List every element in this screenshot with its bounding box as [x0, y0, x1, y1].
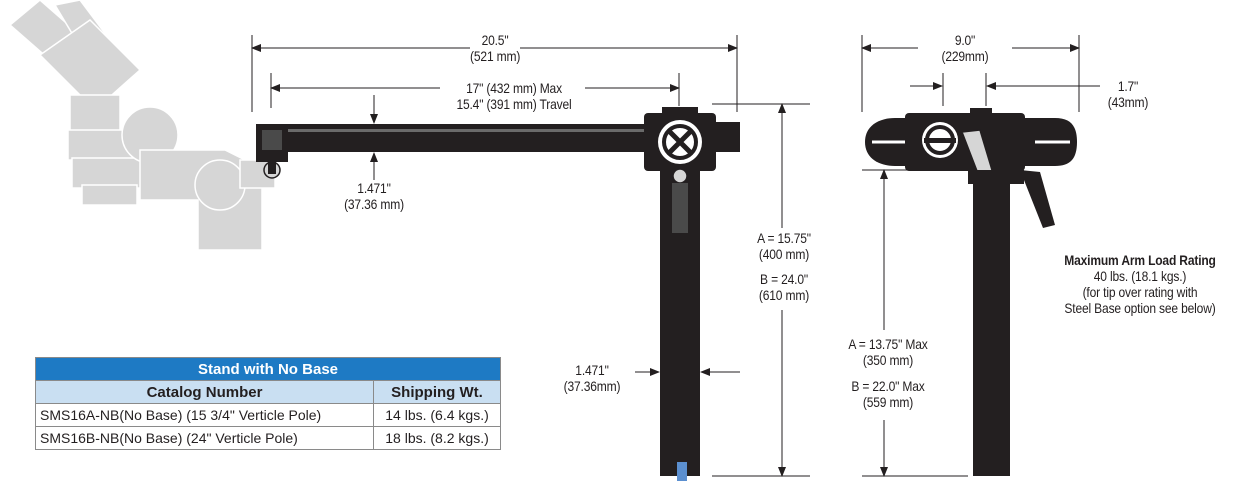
pole-height-b-dimension: B = 24.0" (610 mm) [758, 271, 810, 303]
column-header-catalog: Catalog Number [35, 380, 374, 404]
shipping-weight: 18 lbs. (8.2 kgs.) [373, 426, 501, 450]
table-title: Stand with No Base [35, 357, 501, 381]
side-width-dimension: 9.0" (229mm) [941, 32, 989, 64]
pole-height-a-dimension: A = 15.75" (400 mm) [757, 230, 811, 262]
arm-length-dimension: 20.5" (521 mm) [470, 32, 521, 64]
catalog-number: SMS16B-NB(No Base) (24" Verticle Pole) [35, 426, 374, 450]
column-header-weight: Shipping Wt. [373, 380, 501, 404]
shipping-weight: 14 lbs. (6.4 kgs.) [373, 403, 501, 427]
side-height-a-dimension: A = 13.75" Max (350 mm) [848, 336, 928, 368]
table-row: SMS16B-NB(No Base) (24" Verticle Pole) 1… [35, 426, 501, 450]
dimension-lines [251, 35, 1100, 477]
side-view-pole [968, 170, 1055, 476]
load-rating-title: Maximum Arm Load Rating [1064, 252, 1216, 268]
table-row: SMS16A-NB(No Base) (15 3/4" Verticle Pol… [35, 403, 501, 427]
pole-thickness-dimension: 1.471" (37.36mm) [563, 362, 621, 394]
arm-thickness-dimension: 1.471" (37.36 mm) [344, 180, 404, 212]
arm-hub [644, 107, 716, 184]
catalog-number: SMS16A-NB(No Base) (15 3/4" Verticle Pol… [35, 403, 374, 427]
side-height-b-dimension: B = 22.0" Max (559 mm) [851, 378, 925, 410]
stand-spec-table: Stand with No Base Catalog Number Shippi… [35, 357, 501, 450]
side-view-arm [865, 108, 1077, 185]
travel-dimension: 17" (432 mm) Max 15.4" (391 mm) Travel [456, 80, 572, 112]
side-offset-dimension: 1.7" (43mm) [1107, 78, 1149, 110]
microscope-illustration [8, 0, 276, 251]
vertical-pole [660, 183, 700, 481]
load-rating-note: Maximum Arm Load Rating 40 lbs. (18.1 kg… [1039, 252, 1242, 316]
